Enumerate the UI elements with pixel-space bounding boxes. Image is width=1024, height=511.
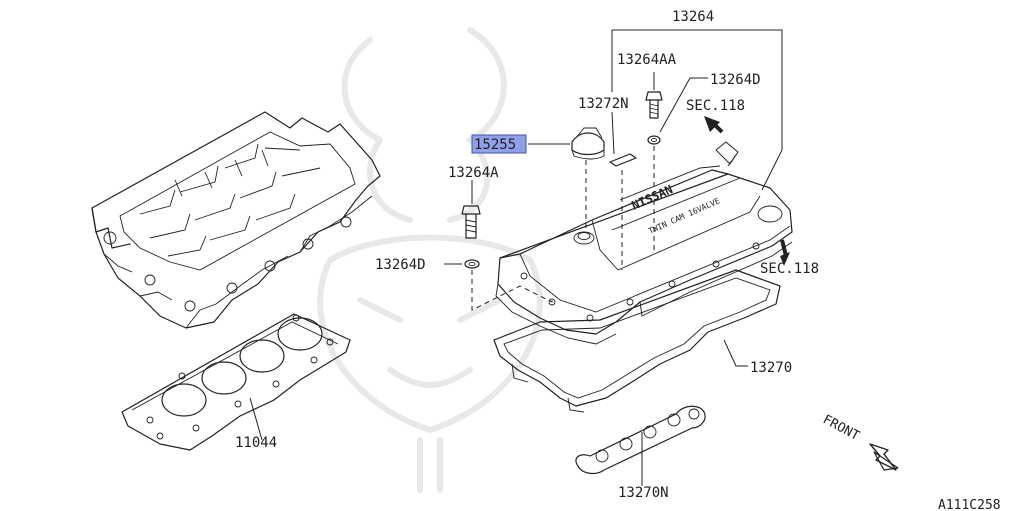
sec-arrow-top: [704, 116, 724, 134]
watermark-emblem: [317, 27, 543, 493]
part-label-13272n[interactable]: 13272N: [578, 96, 629, 112]
part-label-13264d-top[interactable]: 13264D: [710, 72, 761, 88]
cylinder-head: [91, 111, 381, 329]
washer-13264d-left: [464, 259, 480, 269]
part-highlight: [471, 134, 527, 154]
sec-ref-right[interactable]: SEC.118: [760, 261, 819, 277]
diagram-id: A111C258: [938, 498, 1001, 511]
washer-13264d-top: [647, 135, 661, 145]
bolt-13264aa: [645, 91, 663, 119]
oil-filler-cap: [571, 127, 605, 160]
front-label: FRONT: [820, 412, 862, 444]
part-label-13264[interactable]: 13264: [672, 9, 714, 25]
plug-tube-gasket: [575, 405, 706, 486]
part-label-15255[interactable]: 15255: [474, 137, 516, 153]
rocker-cover-gasket: [493, 269, 781, 413]
rocker-cover: NISSAN TWIN CAM 16VALVE: [495, 141, 793, 345]
assembly-guide-lines: [471, 146, 655, 311]
front-arrow: [869, 443, 899, 471]
part-label-13264a[interactable]: 13264A: [448, 165, 499, 181]
leader-lines: [444, 29, 783, 367]
sec-ref-top[interactable]: SEC.118: [686, 98, 745, 114]
label-13272n: [609, 153, 637, 167]
part-label-13264aa[interactable]: 13264AA: [617, 52, 677, 68]
part-label-13264d-left[interactable]: 13264D: [375, 257, 426, 273]
part-label-13270[interactable]: 13270: [750, 360, 792, 376]
part-label-13270n[interactable]: 13270N: [618, 485, 669, 501]
bolt-13264a: [461, 205, 481, 239]
sec-arrow-right: [780, 239, 790, 266]
cylinder-head-gasket: [121, 313, 351, 451]
part-label-11044[interactable]: 11044: [235, 435, 277, 451]
